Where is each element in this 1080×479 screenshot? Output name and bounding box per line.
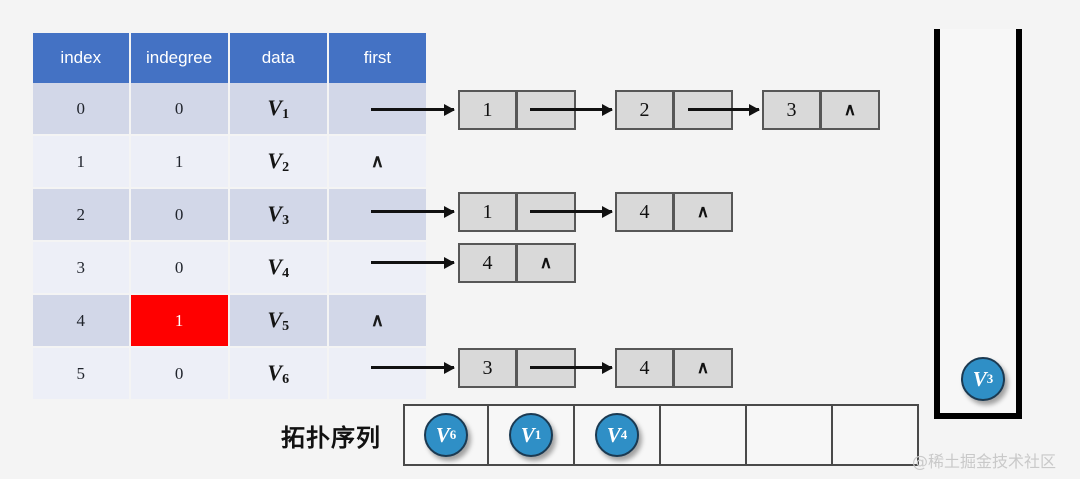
node-value: 4 [615, 192, 674, 232]
vertex-label: V2 [267, 147, 290, 175]
column-header-data: data [229, 33, 329, 83]
list-node-r0-n1: 2 [615, 90, 733, 130]
topological-sequence-label: 拓扑序列 [281, 424, 381, 452]
cell-index-5: 5 [33, 348, 131, 401]
null-caret: ∧ [370, 151, 385, 171]
cell-data-1: V2 [229, 136, 329, 189]
next-pointer-arrow-r2-n0 [530, 205, 613, 218]
table-header-row: index indegree data first [33, 33, 426, 83]
vertex-label: V3 [267, 200, 290, 228]
cell-indegree-3: 0 [130, 242, 230, 295]
null-caret: ∧ [370, 310, 385, 330]
cell-index-0: 0 [33, 83, 131, 136]
first-pointer-arrow-row0 [371, 103, 455, 116]
cell-indegree-2: 0 [130, 189, 230, 242]
cell-data-4: V5 [229, 295, 329, 348]
node-value: 3 [762, 90, 821, 130]
vertex-label: V1 [267, 94, 290, 122]
table-row: 4 1 V5 ∧ [33, 295, 426, 348]
node-value: 1 [458, 192, 517, 232]
cell-index-1: 1 [33, 136, 131, 189]
cell-first-5 [328, 348, 426, 401]
next-pointer-arrow-r0-n0 [530, 103, 613, 116]
cell-index-4: 4 [33, 295, 131, 348]
first-pointer-arrow-row5 [371, 361, 455, 374]
list-node-r0-n0: 1 [458, 90, 576, 130]
node-next-null: ∧ [674, 348, 733, 388]
cell-index-3: 3 [33, 242, 131, 295]
topo-cell-4-empty [747, 404, 833, 466]
column-header-indegree: indegree [130, 33, 230, 83]
table-row: 3 0 V4 [33, 242, 426, 295]
list-node-r5-n1: 4 ∧ [615, 348, 733, 388]
node-next-null: ∧ [821, 90, 880, 130]
list-node-r0-n2: 3 ∧ [762, 90, 880, 130]
cell-indegree-5: 0 [130, 348, 230, 401]
cell-data-5: V6 [229, 348, 329, 401]
cell-index-2: 2 [33, 189, 131, 242]
cell-data-3: V4 [229, 242, 329, 295]
vertex-label: V6 [267, 359, 290, 387]
cell-indegree-1: 1 [130, 136, 230, 189]
topo-cell-5-empty [833, 404, 919, 466]
cell-first-4: ∧ [328, 295, 426, 348]
next-pointer-arrow-r5-n0 [530, 361, 613, 374]
vertex-label: V5 [267, 306, 290, 334]
cell-data-0: V1 [229, 83, 329, 136]
table-row: 0 0 V1 [33, 83, 426, 136]
adjacency-table: index indegree data first 0 0 V1 1 1 [33, 33, 426, 401]
cell-first-3 [328, 242, 426, 295]
table-row: 2 0 V3 [33, 189, 426, 242]
vertex-label: V4 [267, 253, 290, 281]
node-value: 4 [615, 348, 674, 388]
first-pointer-arrow-row2 [371, 205, 455, 218]
cell-first-1: ∧ [328, 136, 426, 189]
next-pointer-arrow-r0-n1 [688, 103, 760, 116]
cell-indegree-0: 0 [130, 83, 230, 136]
list-node-r3-n0: 4 ∧ [458, 243, 576, 283]
node-value: 3 [458, 348, 517, 388]
cell-data-2: V3 [229, 189, 329, 242]
node-value: 1 [458, 90, 517, 130]
list-node-r2-n0: 1 [458, 192, 576, 232]
watermark: @稀土掘金技术社区 [912, 452, 1057, 471]
first-pointer-arrow-row3 [371, 256, 455, 269]
node-value: 4 [458, 243, 517, 283]
list-node-r2-n1: 4 ∧ [615, 192, 733, 232]
table-row: 1 1 V2 ∧ [33, 136, 426, 189]
node-value: 2 [615, 90, 674, 130]
column-header-first: first [328, 33, 426, 83]
topo-cell-3-empty [661, 404, 747, 466]
column-header-index: index [33, 33, 131, 83]
table-row: 5 0 V6 [33, 348, 426, 401]
node-next-null: ∧ [517, 243, 576, 283]
cell-indegree-4-highlighted: 1 [130, 295, 230, 348]
node-next-null: ∧ [674, 192, 733, 232]
cell-first-2 [328, 189, 426, 242]
